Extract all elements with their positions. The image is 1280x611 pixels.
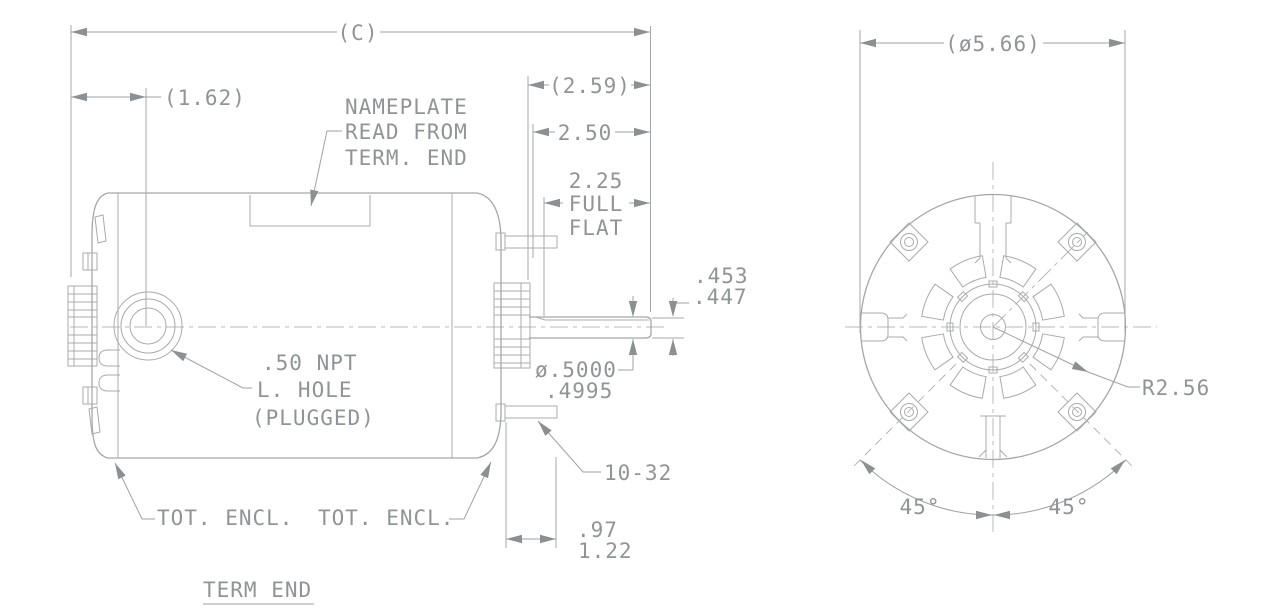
- note-tot-encl-left-text: TOT. ENCL.: [157, 506, 293, 530]
- end-view: (ø5.66) R2.56 45° 45°: [845, 30, 1210, 532]
- note-tot-encl-left: TOT. ENCL.: [111, 461, 293, 530]
- dim-text-flat-height-lower: .447: [693, 285, 748, 309]
- note-tot-encl-right: TOT. ENCL.: [318, 460, 495, 530]
- terminal-rib-stack: [67, 285, 98, 367]
- dim-text-shaft-dia-upper: ø.5000: [535, 358, 617, 382]
- dim-text-bolt-circle: R2.56: [1142, 376, 1210, 400]
- mounting-studs: [495, 232, 558, 422]
- note-nameplate: NAMEPLATE READ FROM TERM. END: [306, 95, 468, 207]
- west-tab: [861, 312, 908, 342]
- dim-bolt-circle: R2.56: [992, 326, 1210, 400]
- dim-text-flat-height-upper: .453: [694, 264, 749, 288]
- dim-overall-length: (C): [71, 21, 650, 45]
- dim-outer-diameter: (ø5.66): [859, 30, 1126, 333]
- motor-body-outline: [91, 192, 502, 459]
- top-rib: [974, 196, 1012, 264]
- dim-stud-length: .97 1.22: [506, 518, 633, 563]
- dim-text-stud-thread: 10-32: [604, 461, 672, 485]
- dim-text-flat-length-value: 2.25: [569, 169, 624, 193]
- view-title-text: TERM END: [203, 578, 312, 602]
- east-tab: [1078, 312, 1125, 342]
- note-tot-encl-right-text: TOT. ENCL.: [318, 506, 454, 530]
- dim-text-shaft-length: 2.50: [558, 121, 613, 145]
- dim-text-stud-length-lower: 1.22: [578, 539, 633, 563]
- dim-angles: 45° 45°: [852, 363, 1134, 520]
- end-diagonal-centerline: [992, 231, 1089, 328]
- bottom-tab: [978, 415, 1008, 458]
- dim-text-overall-length: (C): [338, 21, 379, 45]
- left-bolt-heads: [82, 252, 98, 405]
- dim-conduit-offset: (1.62): [71, 86, 246, 110]
- dim-text-flat-word1: FULL: [569, 192, 624, 216]
- dim-shaft-diameter: ø.5000 .4995: [535, 339, 638, 403]
- view-title: TERM END: [203, 578, 314, 605]
- dim-text-stud-length-upper: .97: [577, 518, 618, 542]
- bolt-pads: [889, 222, 1097, 432]
- note-conduit-line2: L. HOLE: [257, 378, 353, 402]
- dim-shaft-extension: (2.59): [528, 74, 650, 98]
- note-conduit-line3: (PLUGGED): [252, 406, 375, 430]
- dim-text-flat-word2: FLAT: [569, 216, 624, 240]
- conduit-hole: [113, 291, 183, 361]
- dim-text-shaft-dia-lower: .4995: [545, 379, 613, 403]
- dim-text-outer-diameter: (ø5.66): [945, 32, 1041, 56]
- dim-text-conduit-offset: (1.62): [164, 86, 246, 110]
- shaft: [529, 316, 652, 339]
- left-bell-details: [88, 214, 120, 435]
- dim-text-shaft-extension: (2.59): [549, 74, 631, 98]
- note-conduit-line1: .50 NPT: [262, 351, 358, 375]
- shaft-hub: [493, 282, 531, 369]
- nameplate-outline: [249, 195, 371, 227]
- note-nameplate-line1: NAMEPLATE: [345, 95, 468, 119]
- note-nameplate-line2: READ FROM: [345, 120, 468, 144]
- dim-shaft-length: 2.50: [533, 121, 650, 145]
- dim-text-angle-right: 45°: [1049, 495, 1090, 519]
- dim-flat-length: 2.25 FULL FLAT: [544, 169, 650, 240]
- side-view: (C) (1.62) (2.59) 2.50 2.25: [67, 21, 749, 605]
- dim-text-angle-left: 45°: [900, 495, 941, 519]
- note-nameplate-line3: TERM. END: [345, 146, 468, 170]
- note-conduit: .50 NPT L. HOLE (PLUGGED): [169, 346, 375, 430]
- dim-flat-height: .453 .447: [628, 264, 749, 356]
- extension-lines: [70, 25, 684, 548]
- end-hub: [946, 280, 1040, 374]
- leader-stud-thread: 10-32: [534, 418, 672, 485]
